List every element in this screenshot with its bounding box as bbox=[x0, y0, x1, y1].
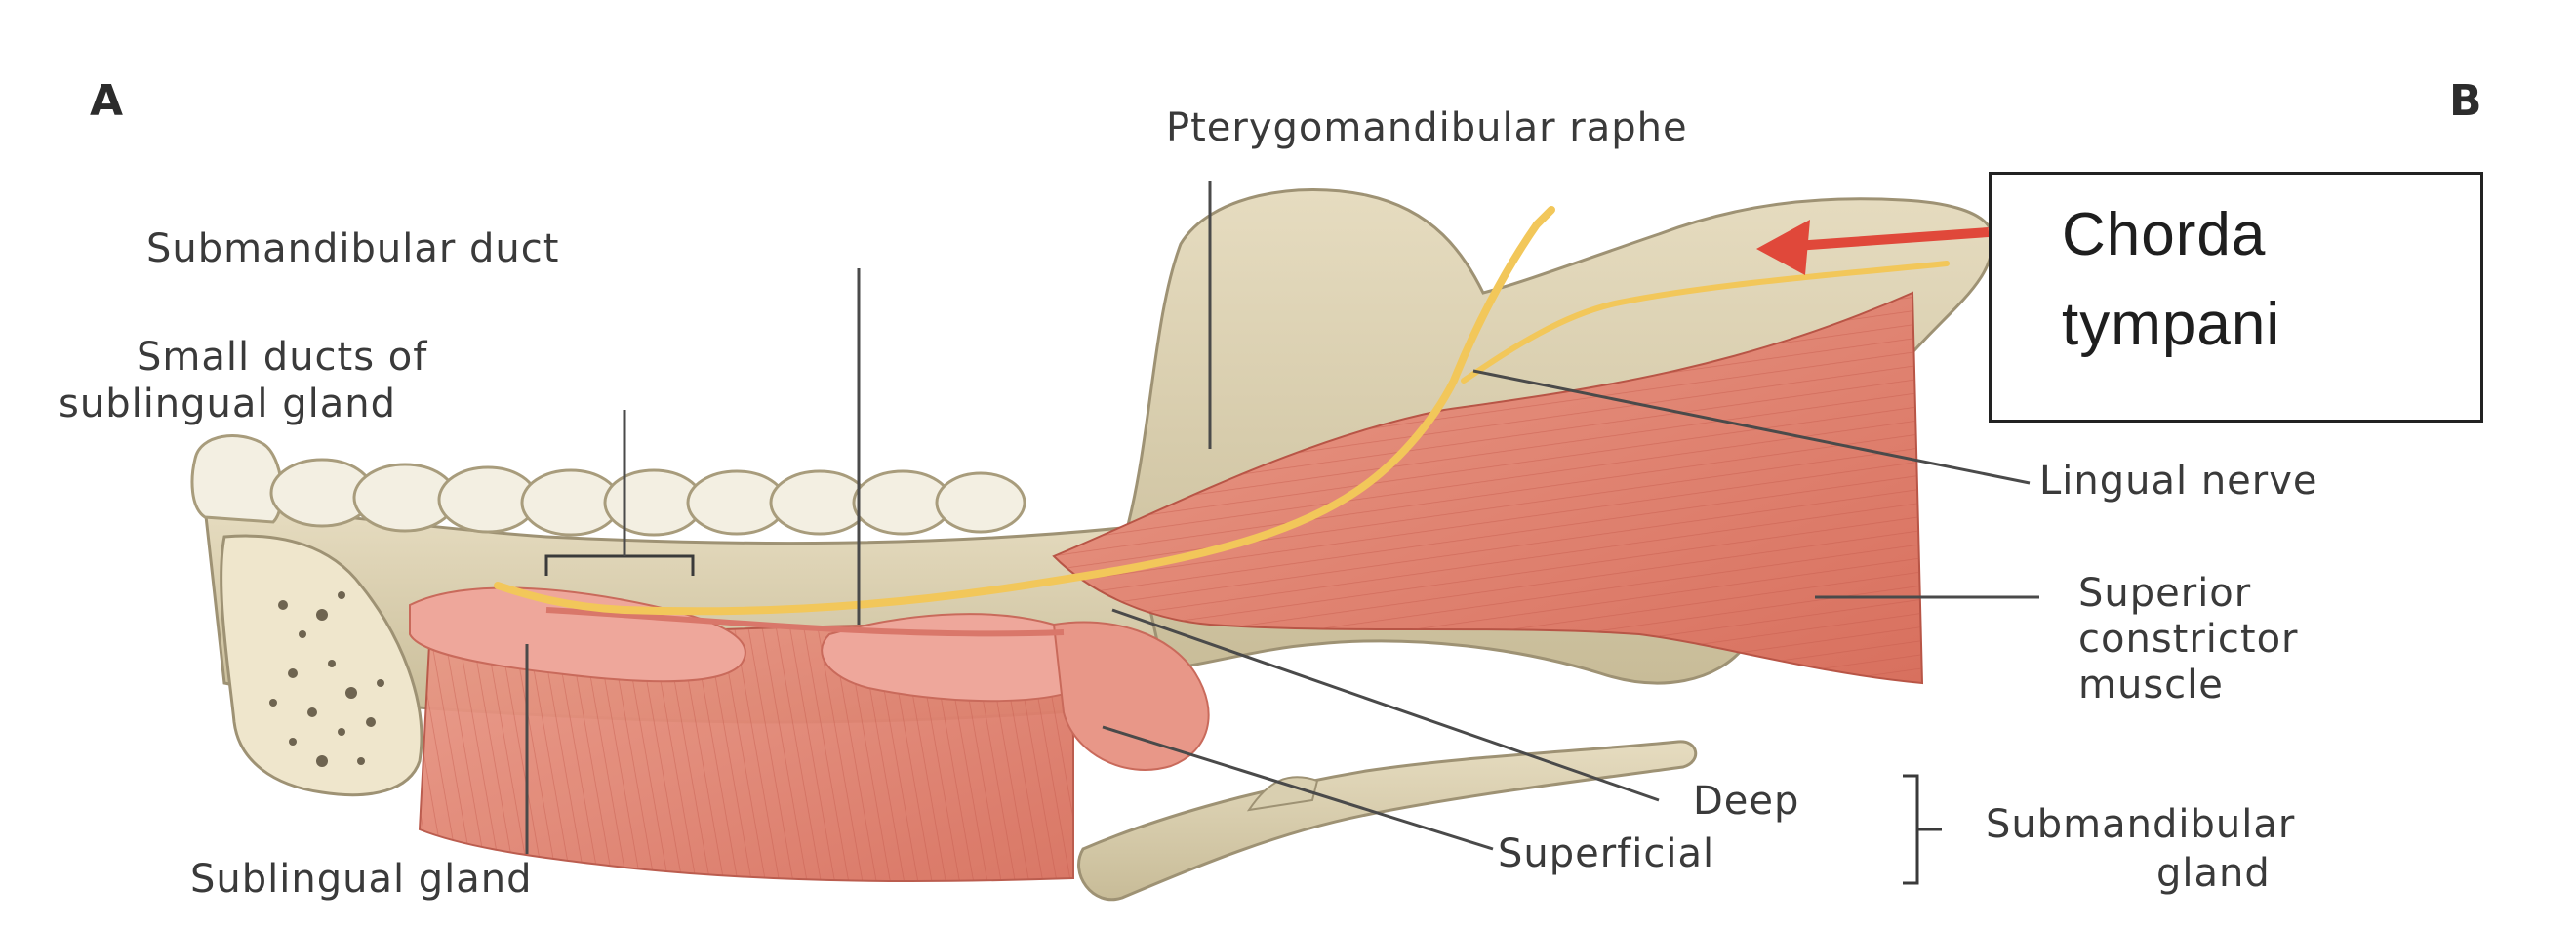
label-submandibular-duct: Submandibular duct bbox=[146, 226, 559, 271]
deep-superficial-brace bbox=[1903, 776, 1917, 883]
label-submandibular-gland-line2: gland bbox=[2156, 851, 2271, 896]
label-superior-constrictor-line3: muscle bbox=[2078, 663, 2224, 707]
panel-label-a: A bbox=[90, 76, 123, 126]
label-superficial: Superficial bbox=[1498, 831, 1714, 876]
label-superior-constrictor-line2: constrictor bbox=[2078, 617, 2299, 662]
label-superior-constrictor-line1: Superior bbox=[2078, 571, 2251, 616]
label-submandibular-gland-line1: Submandibular bbox=[1986, 802, 2295, 847]
label-pterygomandibular-raphe: Pterygomandibular raphe bbox=[1166, 105, 1688, 150]
label-sublingual-gland: Sublingual gland bbox=[190, 857, 533, 902]
label-small-ducts-line2: sublingual gland bbox=[59, 382, 396, 426]
callout-line2: tympani bbox=[2062, 290, 2280, 359]
chorda-tympani-callout: Chorda tympani bbox=[1989, 172, 2483, 423]
callout-line1: Chorda bbox=[2062, 200, 2266, 269]
label-lingual-nerve: Lingual nerve bbox=[2039, 459, 2318, 504]
teeth-row bbox=[192, 436, 1025, 535]
label-deep: Deep bbox=[1693, 779, 1799, 824]
label-small-ducts-line1: Small ducts of bbox=[137, 335, 427, 380]
panel-label-b: B bbox=[2449, 76, 2482, 126]
